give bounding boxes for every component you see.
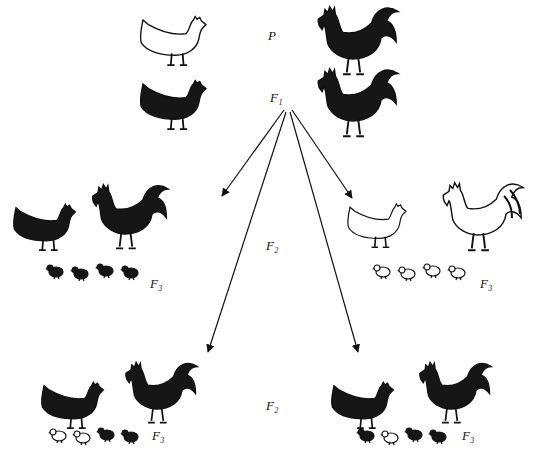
generation-label: F₃ — [150, 428, 166, 443]
generation-label: F₁ — [268, 90, 284, 105]
generation-label: F₃ — [148, 276, 164, 291]
generation-label: F₃ — [478, 276, 494, 291]
generation-label: P — [266, 28, 278, 43]
generation-label: F₃ — [460, 428, 476, 443]
generation-label: F₂ — [264, 238, 280, 253]
generation-label: F₂ — [264, 398, 280, 413]
